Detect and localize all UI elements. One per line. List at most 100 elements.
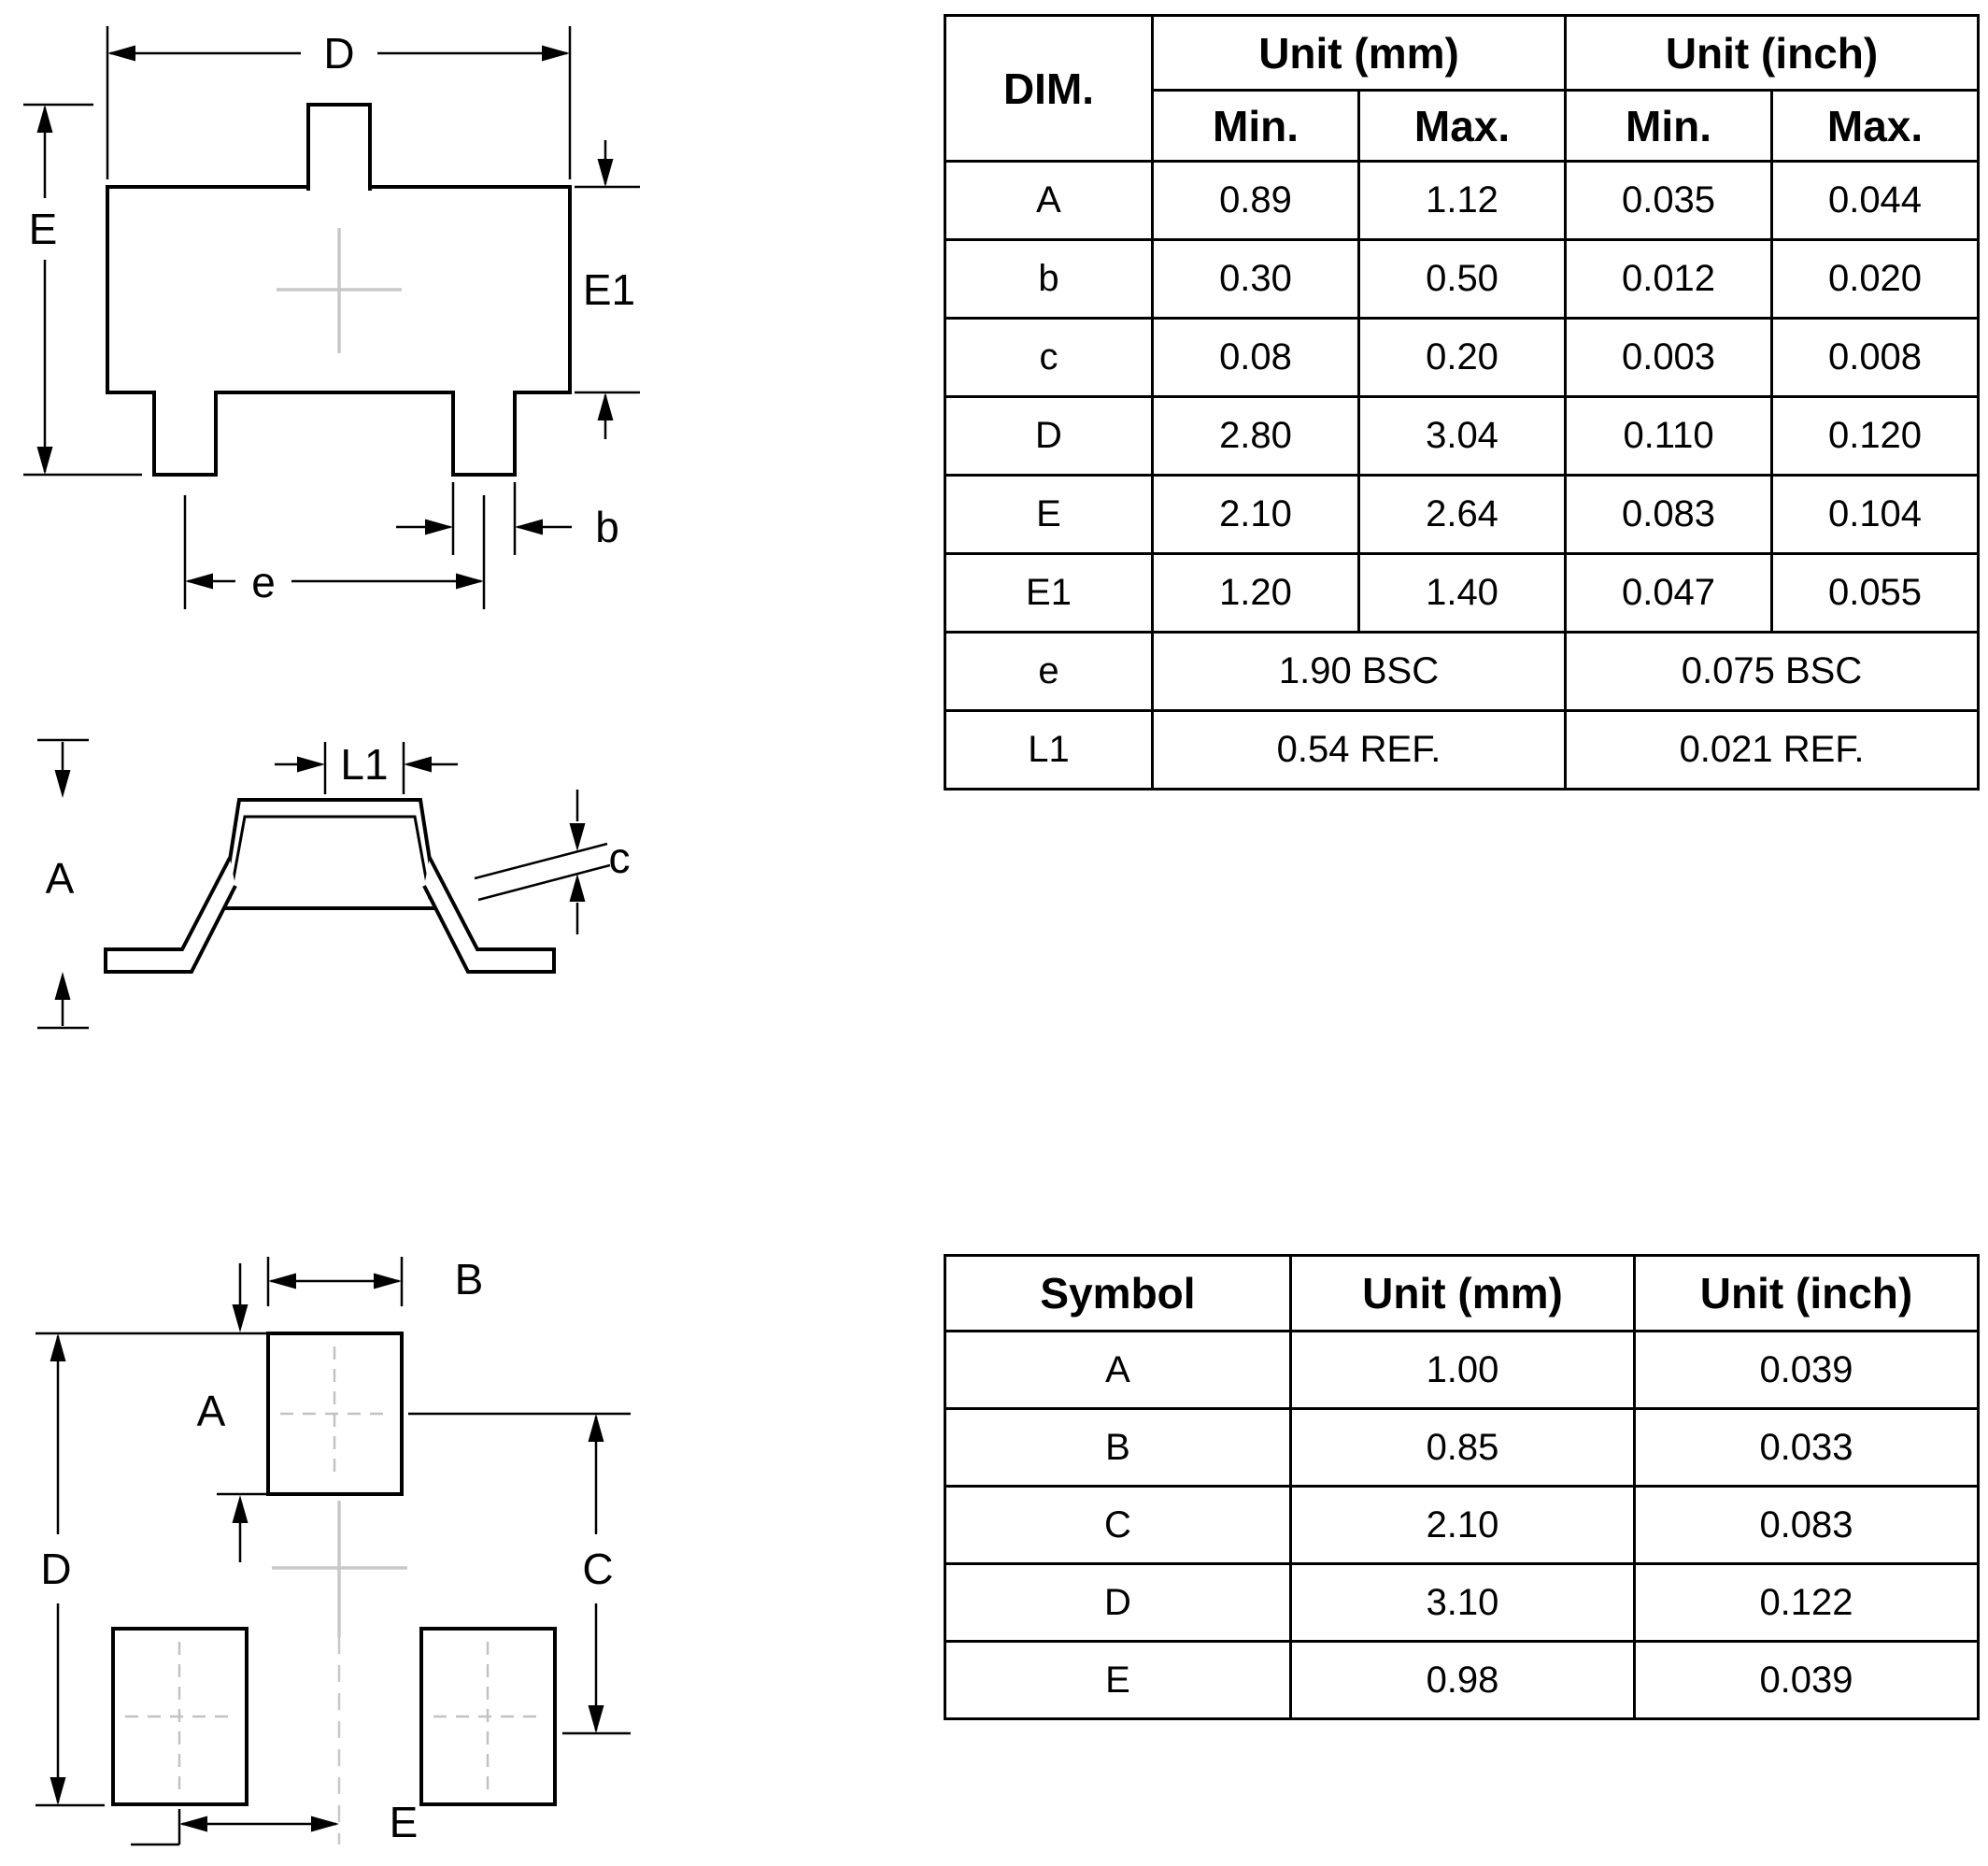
unit-inch-column-header: Unit (inch) (1633, 1254, 1980, 1332)
land-pattern-table: Symbol Unit (mm) Unit (inch) A 1.00 0.03… (944, 1254, 1980, 1720)
dim-l1-label: L1 (340, 740, 388, 789)
inch-max-cell: 0.055 (1770, 552, 1981, 634)
dim-e-pitch-annotation (183, 495, 486, 609)
mm-min-cell: 2.10 (1151, 474, 1360, 555)
inch-cell: 0.033 (1633, 1407, 1980, 1488)
inch-cell: 0.039 (1633, 1330, 1980, 1410)
mm-cell: 0.98 (1289, 1640, 1636, 1720)
inch-max-header: Max. (1770, 89, 1981, 163)
dim-e-pitch-label: e (251, 558, 276, 606)
dim-d-pad-annotation (36, 1332, 268, 1807)
left-gullwing-lead (104, 857, 237, 974)
dim-c-pad-label: C (582, 1545, 613, 1593)
dim-cell: D (944, 395, 1154, 477)
unit-mm-column-header: Unit (mm) (1150, 14, 1568, 92)
package-drawings: D E E1 (23, 26, 640, 1846)
table-row: D 3.10 0.122 (944, 1562, 1980, 1643)
dim-a-pad-label: A (197, 1387, 226, 1435)
mm-cell: 0.85 (1289, 1407, 1636, 1488)
table-row: A 0.89 1.12 0.035 0.044 (944, 160, 1981, 241)
mm-min-header: Min. (1151, 89, 1360, 163)
inch-span-cell: 0.075 BSC (1564, 631, 1981, 712)
mm-cell: 3.10 (1289, 1562, 1636, 1643)
dimension-table: DIM. Unit (mm) Unit (inch) Min. Max. Min… (944, 14, 1981, 791)
mm-cell: 1.00 (1289, 1330, 1636, 1410)
dim-cell: E1 (944, 552, 1154, 634)
pad-center-crosses (125, 1346, 543, 1791)
dim-b-annotation (396, 482, 572, 555)
inch-cell: 0.039 (1633, 1640, 1980, 1720)
table-row: B 0.85 0.033 (944, 1407, 1980, 1488)
mm-min-cell: 0.89 (1151, 160, 1360, 241)
dim-cell: c (944, 317, 1154, 398)
mm-min-cell: 0.30 (1151, 238, 1360, 320)
table-row: L1 0.54 REF. 0.021 REF. (944, 709, 1981, 791)
mm-max-cell: 3.04 (1356, 395, 1568, 477)
dim-d-pad-label: D (40, 1545, 71, 1593)
package-body-inner-line (228, 815, 432, 900)
mm-span-cell: 0.54 REF. (1150, 709, 1568, 791)
inch-min-cell: 0.003 (1564, 317, 1774, 398)
dim-d-annotation (106, 26, 572, 179)
inch-min-cell: 0.035 (1564, 160, 1774, 241)
dim-e-label: E (29, 205, 58, 253)
table-row: A 1.00 0.039 (944, 1330, 1980, 1410)
center-cross (277, 228, 402, 353)
inch-min-header: Min. (1564, 89, 1774, 163)
inch-cell: 0.083 (1633, 1485, 1980, 1565)
symbol-cell: B (944, 1407, 1292, 1488)
symbol-cell: C (944, 1485, 1292, 1565)
inch-min-cell: 0.110 (1564, 395, 1774, 477)
symbol-cell: E (944, 1640, 1292, 1720)
dim-table-header-row: DIM. Unit (mm) Unit (inch) (944, 14, 1981, 163)
dim-b-pad-annotation (266, 1257, 404, 1306)
table-row: c 0.08 0.20 0.003 0.008 (944, 317, 1981, 398)
table-row: E 0.98 0.039 (944, 1640, 1980, 1720)
inch-min-cell: 0.012 (1564, 238, 1774, 320)
dim-b-pad-label: B (455, 1255, 484, 1303)
dim-c-annotation (474, 790, 611, 934)
package-leads-top-view (152, 103, 517, 477)
mm-max-cell: 2.64 (1356, 474, 1568, 555)
inch-max-cell: 0.104 (1770, 474, 1981, 555)
table-row: D 2.80 3.04 0.110 0.120 (944, 395, 1981, 477)
dim-c-label: c (609, 833, 631, 882)
mm-max-cell: 1.12 (1356, 160, 1568, 241)
inch-min-cell: 0.047 (1564, 552, 1774, 634)
dim-e-pad-annotation (131, 1809, 339, 1846)
table-row: E 2.10 2.64 0.083 0.104 (944, 474, 1981, 555)
table-row: E1 1.20 1.40 0.047 0.055 (944, 552, 1981, 634)
dim-c-pad-annotation (408, 1412, 631, 1735)
dim-cell: E (944, 474, 1154, 555)
symbol-cell: D (944, 1562, 1292, 1643)
package-center-cross (272, 1501, 407, 1637)
inch-cell: 0.122 (1633, 1562, 1980, 1643)
side-view-drawing: A L1 c (37, 738, 631, 1030)
inch-max-cell: 0.044 (1770, 160, 1981, 241)
dim-column-header: DIM. (944, 14, 1154, 163)
mm-max-cell: 1.40 (1356, 552, 1568, 634)
dim-table-subheader-row: Min. Max. Min. Max. (945, 89, 1981, 163)
dim-l1-annotation (275, 742, 458, 794)
inch-span-cell: 0.021 REF. (1564, 709, 1981, 791)
dim-a-pad-annotation (217, 1263, 268, 1562)
mm-max-header: Max. (1356, 89, 1568, 163)
dim-cell: b (944, 238, 1154, 320)
table-row: e 1.90 BSC 0.075 BSC (944, 631, 1981, 712)
dim-a-annotation (37, 738, 89, 1030)
dim-e-annotation (23, 103, 142, 477)
mm-span-cell: 1.90 BSC (1150, 631, 1568, 712)
inch-min-cell: 0.083 (1564, 474, 1774, 555)
symbol-column-header: Symbol (944, 1254, 1292, 1332)
top-lead (306, 103, 372, 191)
dim-e-pad-label: E (390, 1798, 419, 1846)
dim-e1-annotation (575, 140, 640, 439)
mm-min-cell: 1.20 (1151, 552, 1360, 634)
inch-max-cell: 0.020 (1770, 238, 1981, 320)
land-pattern-drawing: B A D (36, 1255, 631, 1846)
table-row: b 0.30 0.50 0.012 0.020 (944, 238, 1981, 320)
dim-cell: e (944, 631, 1154, 712)
mm-min-cell: 2.80 (1151, 395, 1360, 477)
bottom-left-lead (152, 391, 218, 477)
